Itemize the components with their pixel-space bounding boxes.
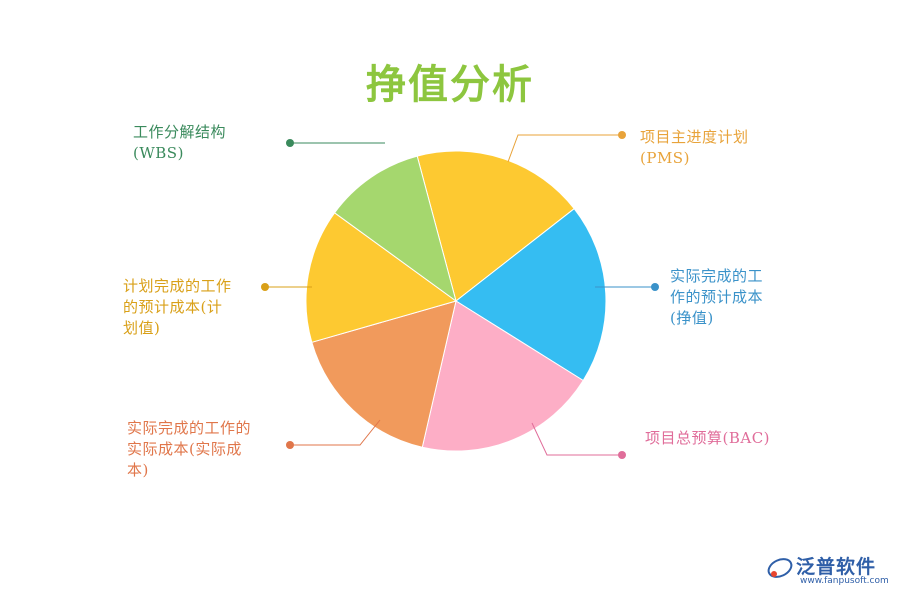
label-line: 工作分解结构 — [133, 123, 227, 141]
label-line: (WBS) — [133, 144, 184, 162]
connector-dot-bac — [618, 451, 626, 459]
pie-slice-bcwp — [455, 207, 607, 382]
pie-slice-acwp — [311, 300, 457, 448]
connector-dot-bcwp — [651, 283, 659, 291]
pie-slice-bac — [421, 300, 584, 452]
connector-line-acwp — [290, 419, 381, 446]
label-line: 项目主进度计划 — [640, 128, 749, 146]
connector-line-pms — [507, 134, 622, 163]
label-line: 划值) — [123, 319, 161, 337]
connector-dot-acwp — [286, 441, 294, 449]
connector-dot-bcws — [261, 283, 269, 291]
label-line: (PMS) — [640, 149, 690, 167]
brand-logo: 泛普软件 www.fanpusoft.com — [766, 552, 896, 592]
connector-dot-pms — [618, 131, 626, 139]
brand-logo-name: 泛普软件 — [796, 556, 877, 578]
label-line: 作的预计成本 — [670, 288, 764, 306]
label-wbs: 工作分解结构 (WBS) — [133, 122, 226, 164]
label-acwp: 实际完成的工作的实际成本(实际成本) — [127, 418, 251, 481]
label-line: 计划完成的工作 — [123, 277, 232, 295]
label-bcws: 计划完成的工作的预计成本(计划值) — [123, 276, 232, 339]
label-bac: 项目总预算(BAC) — [645, 428, 770, 449]
connector-dot-wbs — [286, 139, 294, 147]
label-connectors — [261, 131, 659, 459]
label-pms: 项目主进度计划 (PMS) — [640, 127, 749, 169]
label-line: (挣值) — [670, 309, 714, 327]
pie-slice-wbs — [333, 155, 457, 303]
pie-slice-pms — [416, 150, 575, 302]
label-bcwp: 实际完成的工作的预计成本 (挣值) — [670, 266, 763, 329]
pie-slices — [305, 150, 607, 452]
label-line: 实际完成的工 — [670, 267, 764, 285]
pie-slice-bcws — [305, 212, 458, 343]
label-line: 项目总预算(BAC) — [645, 429, 771, 447]
brand-logo-url: www.fanpusoft.com — [800, 576, 889, 586]
diagram-title: 挣值分析 — [366, 62, 534, 108]
label-line: 实际完成的工作的 — [127, 419, 252, 437]
brand-logo-icon — [767, 558, 793, 578]
label-line: 的预计成本(计 — [123, 298, 223, 316]
label-line: 本) — [127, 461, 149, 479]
label-line: 实际成本(实际成 — [127, 440, 242, 458]
connector-line-bac — [531, 422, 622, 456]
